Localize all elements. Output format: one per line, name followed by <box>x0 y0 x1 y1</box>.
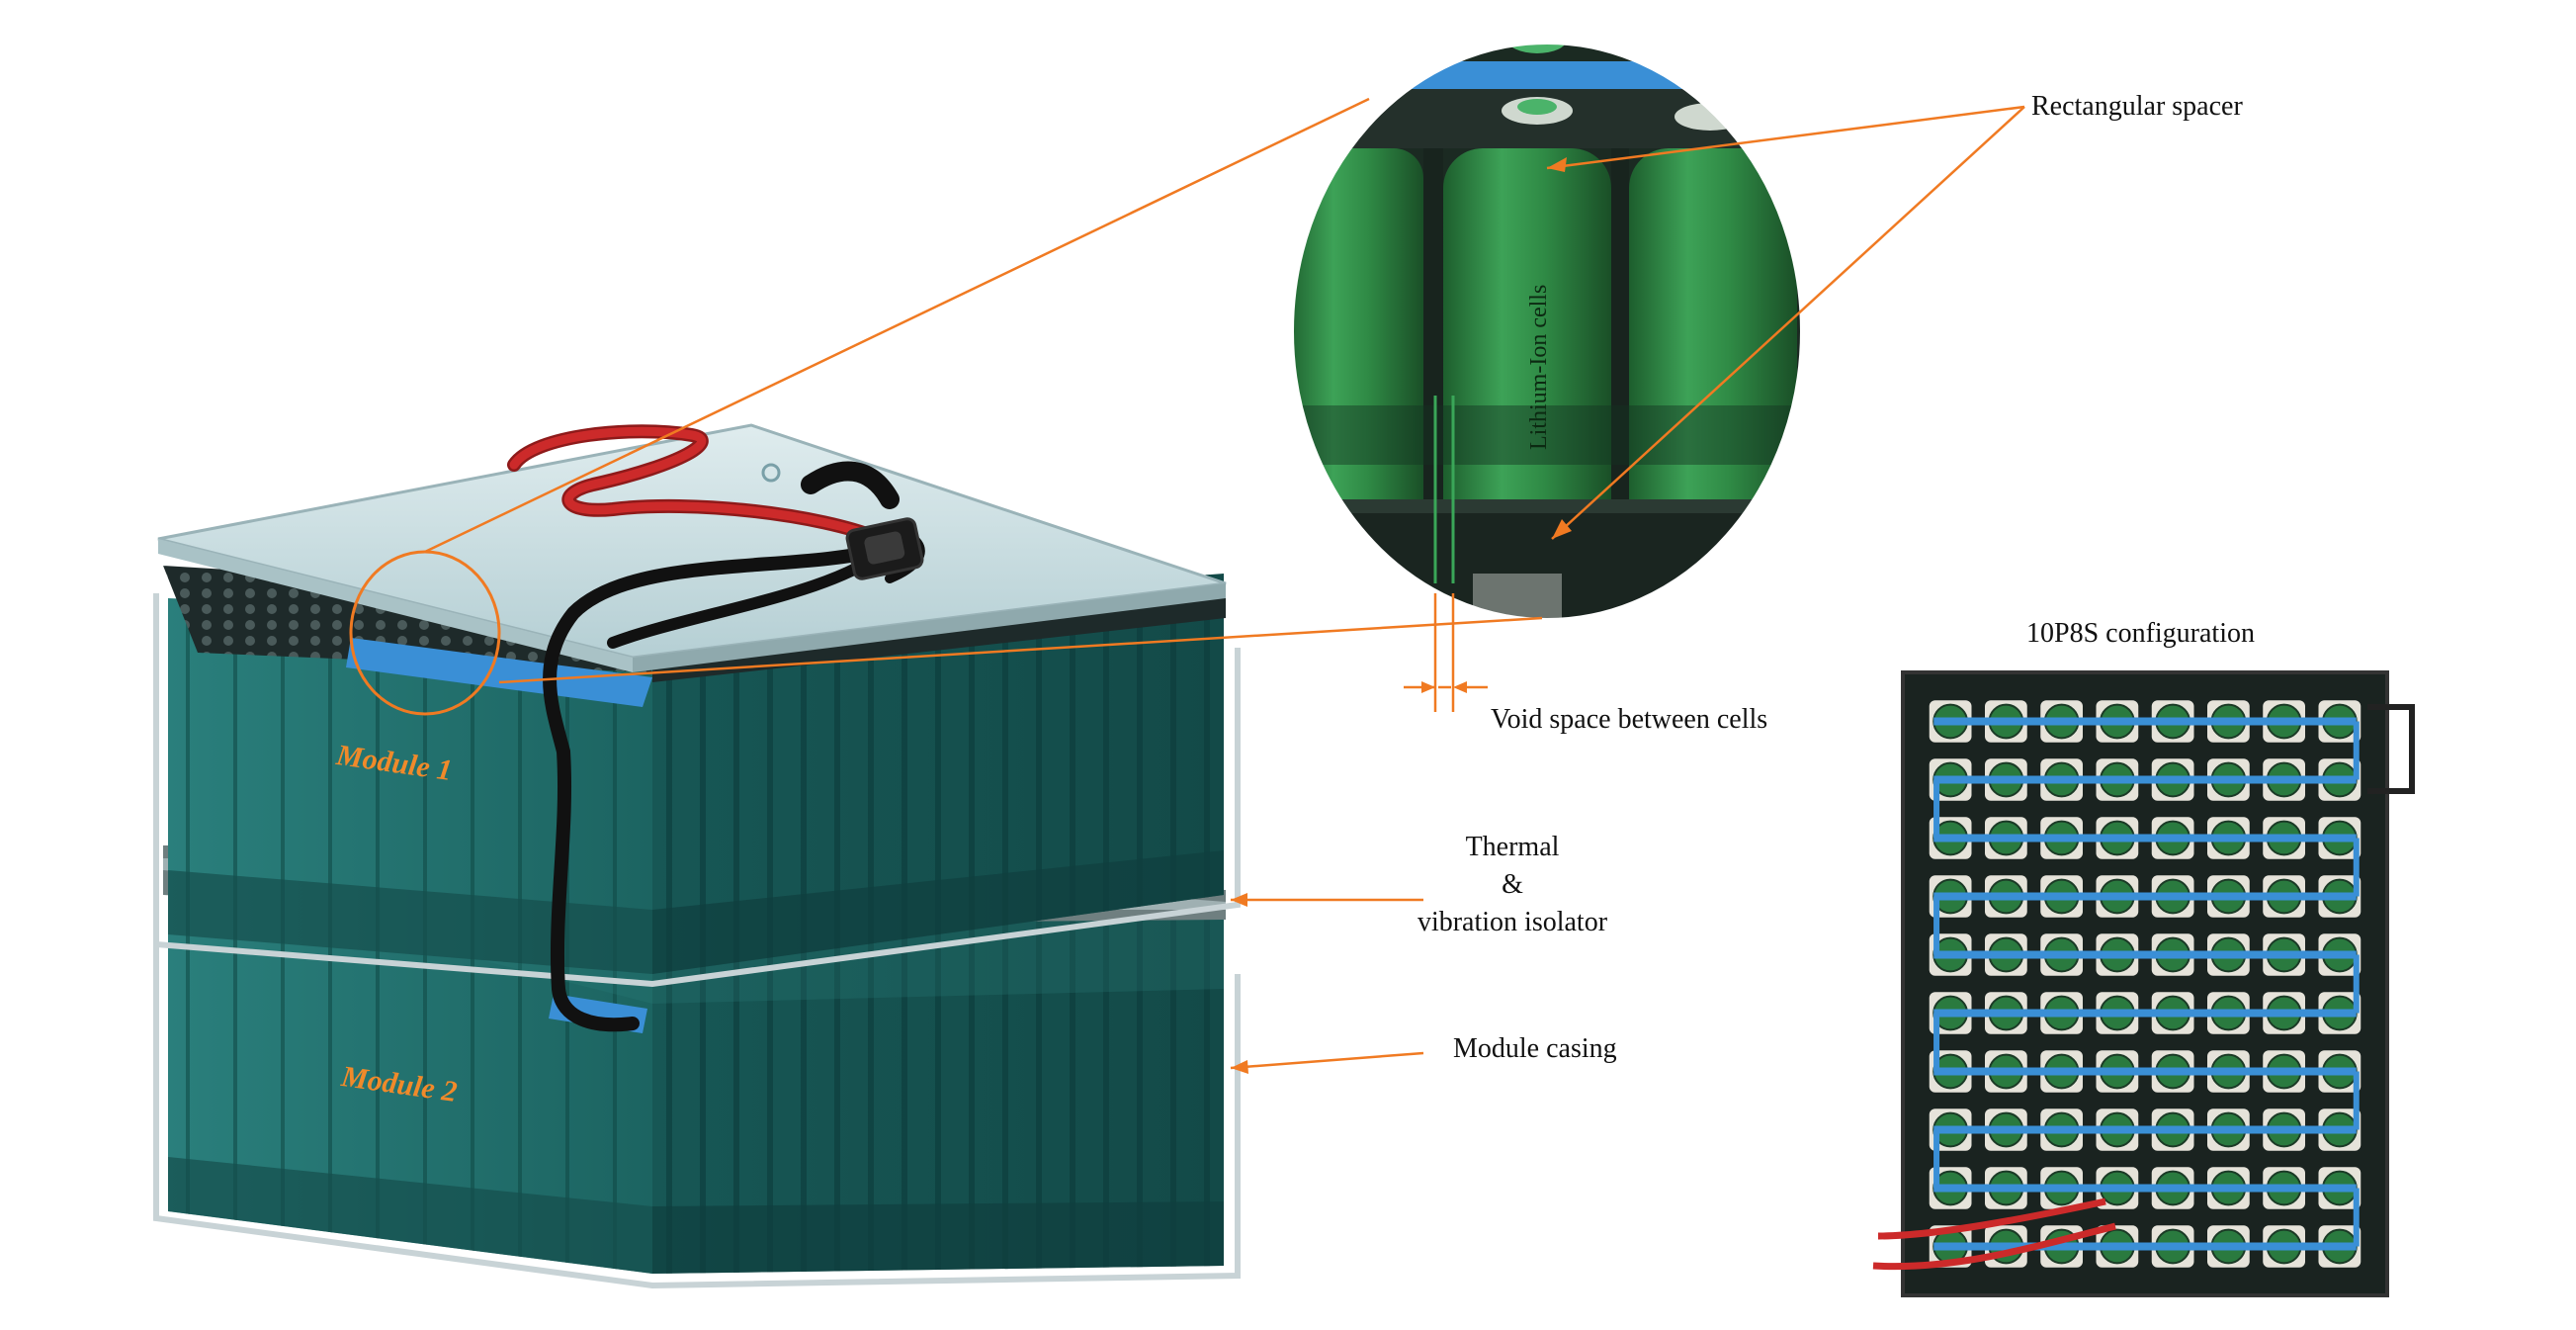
config-title: 10P8S configuration <box>2026 618 2255 649</box>
battery-lid <box>157 423 1227 672</box>
rectangular-spacer-label: Rectangular spacer <box>2031 91 2243 122</box>
annotation-arrowheads <box>1231 157 1572 1074</box>
thermal-isolator-label: Thermal & vibration isolator <box>1364 829 1661 941</box>
battery-stack <box>153 423 1241 1289</box>
module-casing-label: Module casing <box>1453 1033 1617 1064</box>
thermal-label-line-2: & <box>1502 869 1523 900</box>
terminal-cable <box>2367 704 2415 794</box>
thermal-label-line-3: vibration isolator <box>1417 907 1608 937</box>
lithium-ion-cells-label: Lithium-Ion cells <box>1526 284 1552 450</box>
config-grid <box>1872 670 2415 1297</box>
void-space-label: Void space between cells <box>1491 704 1768 735</box>
annotation-lines <box>424 97 2025 1070</box>
thermal-label-line-1: Thermal <box>1465 832 1560 862</box>
red-cable <box>1872 1197 2116 1271</box>
